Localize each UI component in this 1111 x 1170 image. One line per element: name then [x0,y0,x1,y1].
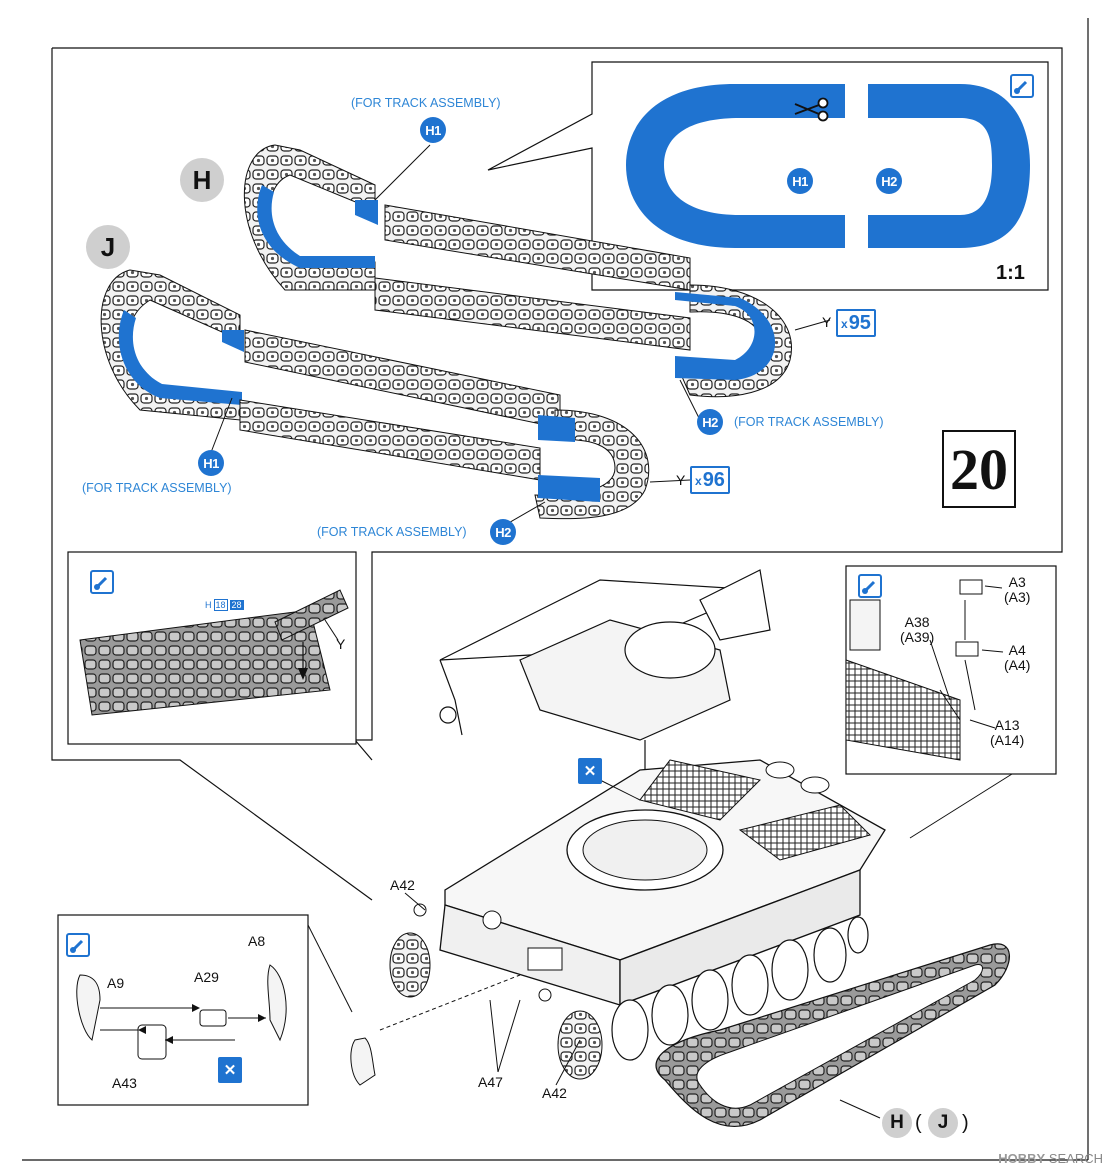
sprue-reference: H 18 28 [205,599,244,611]
outer-frame [22,18,1089,1161]
for-track-assembly-note-h1-top: (FOR TRACK ASSEMBLY) [351,96,501,110]
road-wheels [611,916,869,1061]
part-a42-bottom: A42 [542,1085,567,1101]
paint-icon [1010,74,1034,98]
step-number: 20 [942,430,1016,508]
h1-part-badge: H1 [787,168,813,194]
for-track-assembly-note-h1-bottom: (FOR TRACK ASSEMBLY) [82,481,232,495]
h1-track-template [626,84,845,248]
part-a43: A43 [112,1075,137,1091]
part-a38: A38(A39) [900,614,935,646]
set-j-track-run: J [928,1108,958,1138]
glue-icon-main: ✕ [578,758,602,784]
y-part-label-j: Y [676,472,686,488]
for-track-assembly-note-h2-bottom: (FOR TRACK ASSEMBLY) [317,525,467,539]
scale-note: 1:1 [996,262,1025,284]
part-a9: A9 [107,975,125,991]
part-a29: A29 [194,969,219,985]
paint-icon-tow-callout [66,933,90,957]
set-h-track-run: H [882,1108,912,1138]
h2-part-badge: H2 [876,168,902,194]
h2-badge-bottom: H2 [490,519,516,545]
watermark: HOBBY SEARCH [998,1151,1103,1166]
paint-icon-rear-callout [858,574,882,598]
h1-badge-bottom: H1 [198,450,224,476]
set-j-label: J [86,225,130,269]
for-track-assembly-note-h2-right: (FOR TRACK ASSEMBLY) [734,415,884,429]
part-a4: A4(A4) [1004,642,1031,674]
glue-icon-tow: ✕ [218,1057,242,1083]
part-a42-left: A42 [390,877,415,893]
tow-hook-callout [57,914,309,1106]
set-h-label: H [180,158,224,202]
y-part-label-callout: Y [336,636,346,652]
h1-badge-top: H1 [420,117,446,143]
paint-icon-track-callout [90,570,114,594]
part-a13: A13(A14) [990,717,1025,749]
part-a47: A47 [478,1074,503,1090]
y-part-label-h: Y [822,314,832,330]
part-a8: A8 [248,933,266,949]
h2-badge-right: H2 [697,409,723,435]
h2-track-template [868,84,1030,248]
part-a3: A3(A3) [1004,574,1031,606]
paren-open: ( [915,1112,922,1134]
paren-close: ) [962,1112,969,1134]
scissors-icon [794,97,829,122]
